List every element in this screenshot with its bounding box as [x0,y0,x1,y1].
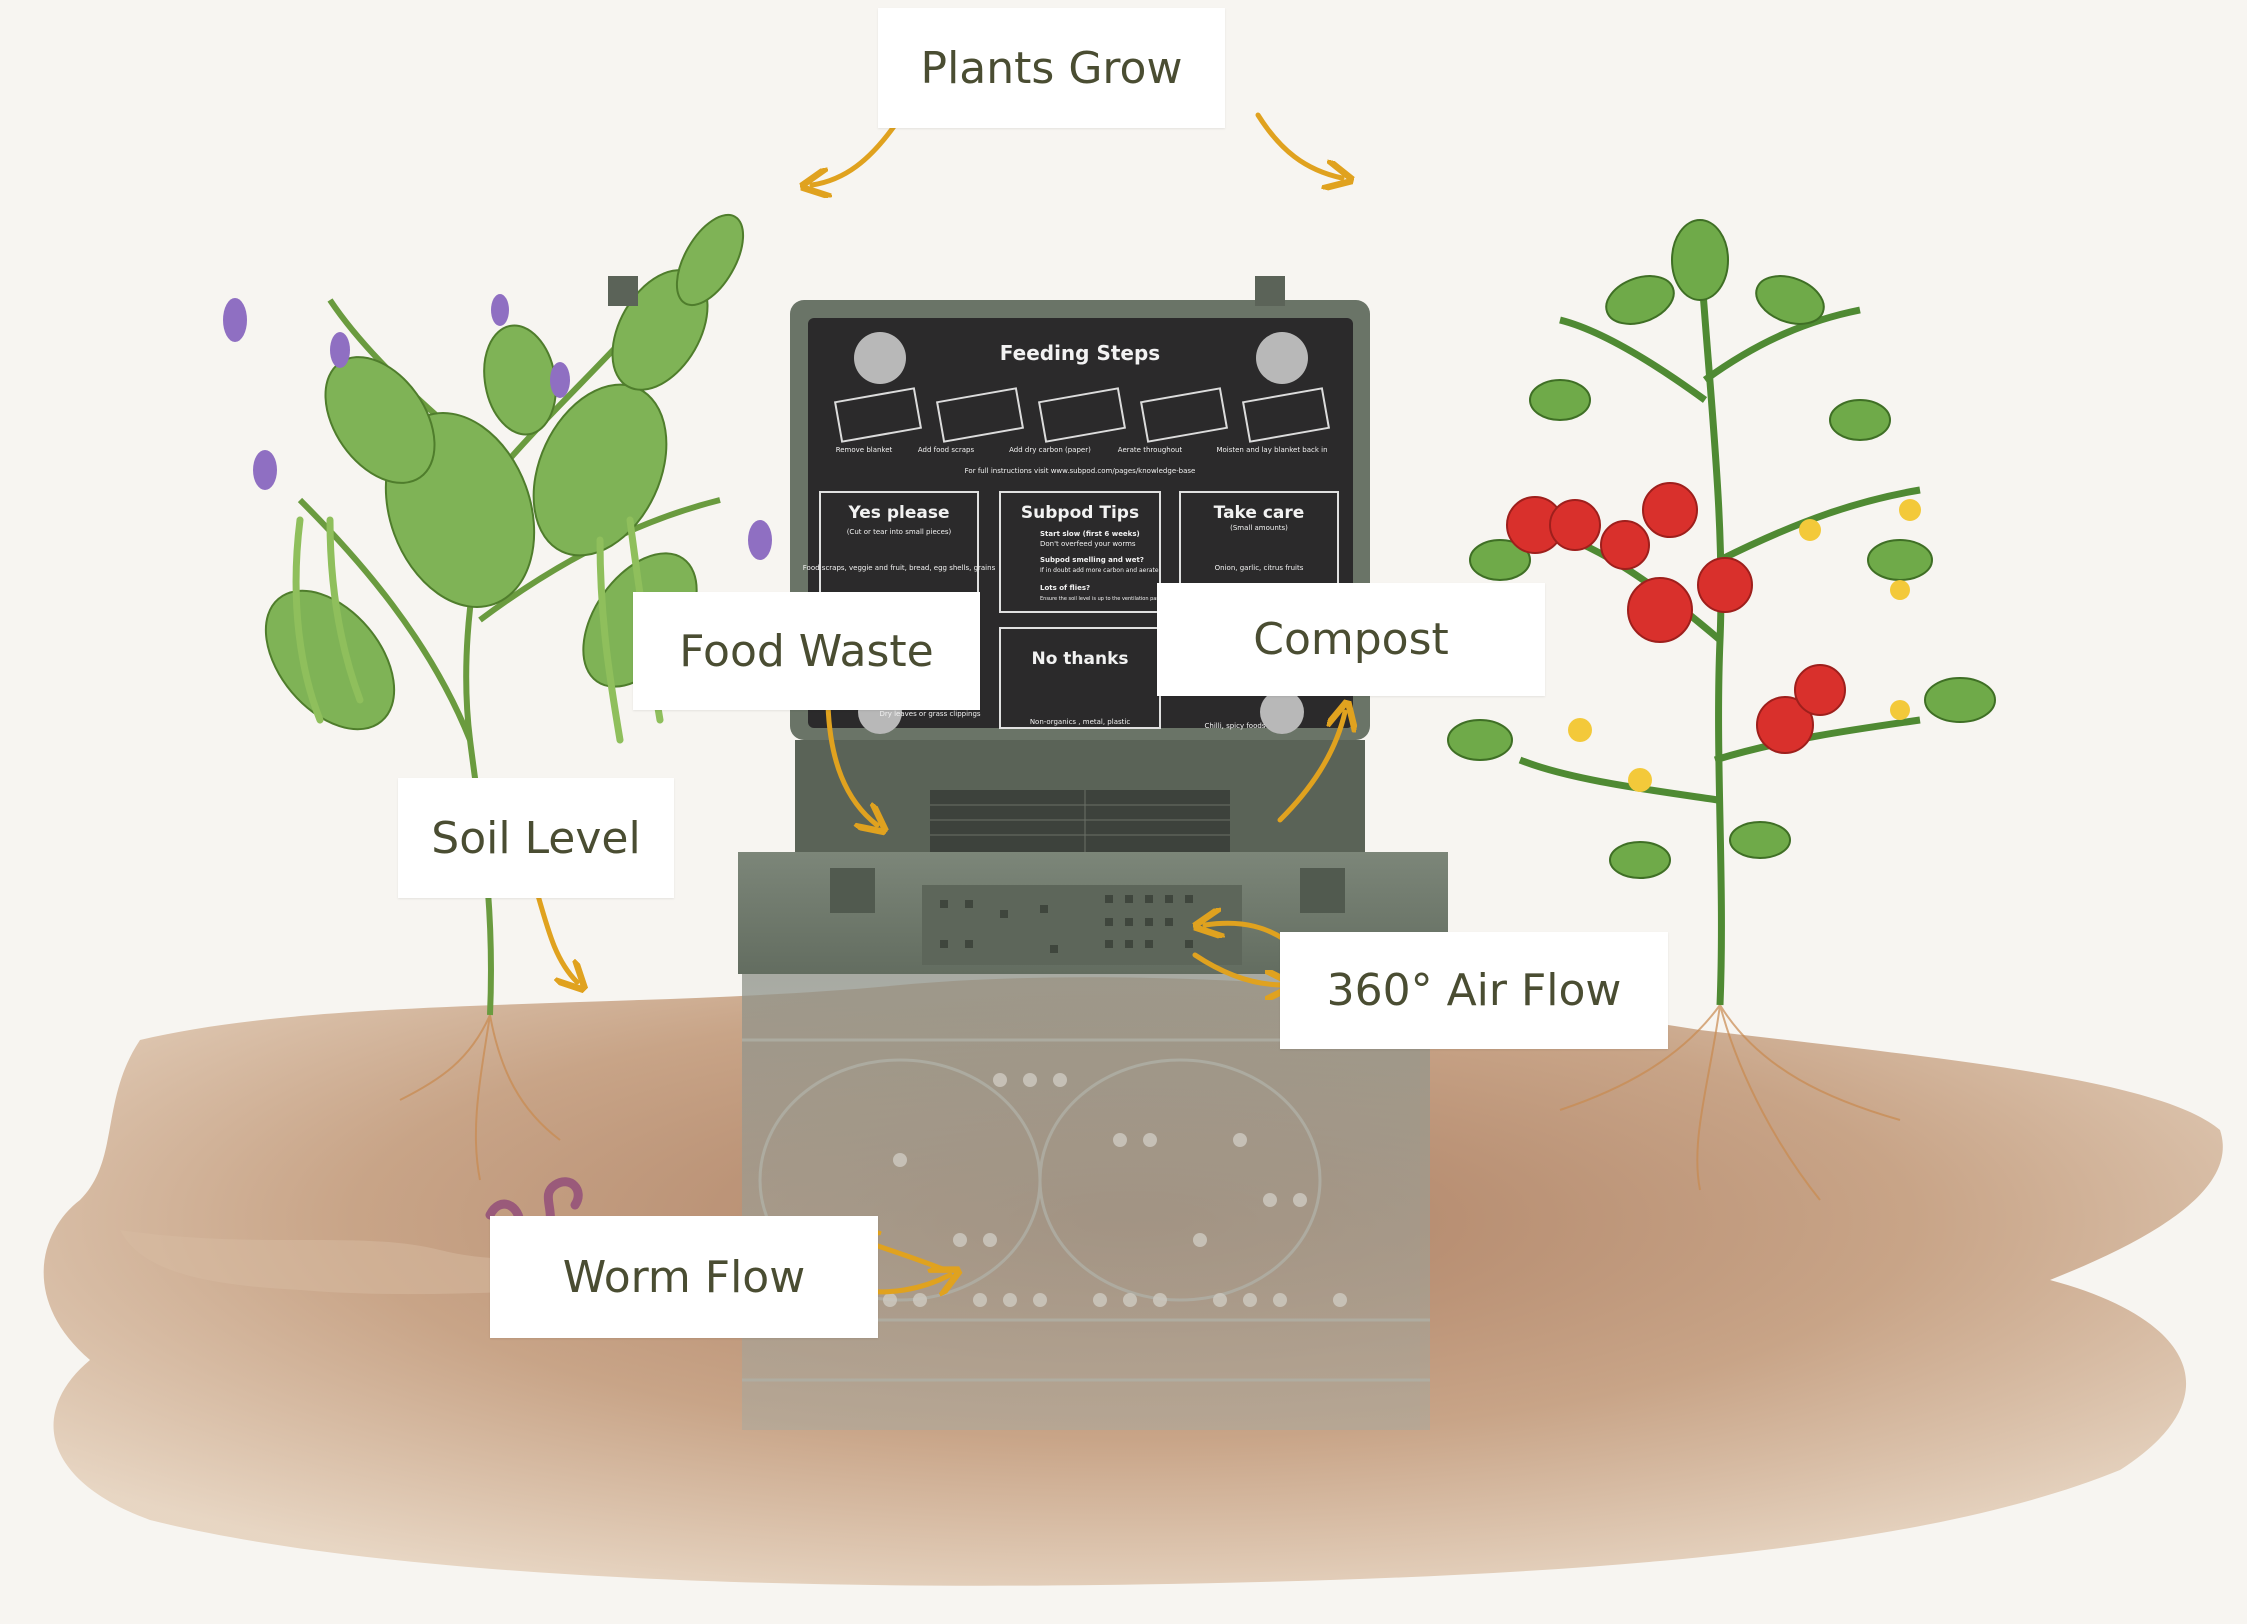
lid-take-care: Take care [1214,503,1305,523]
lid-chilli: Chilli, spicy foods [1205,722,1266,730]
lid-step-3: Add dry carbon (paper) [1009,446,1091,454]
lid-dry-leaves: Dry leaves or grass clippings [879,710,980,718]
arrow-air-flow-out [1192,952,1283,985]
lid-step-1: Remove blanket [836,446,893,454]
lid-yes-please-sub: (Cut or tear into small pieces) [847,528,952,536]
lid-tip-2-text: If in doubt add more carbon and aerate [1040,567,1159,574]
arrow-plants-grow-right [1255,112,1342,178]
arrow-soil-level [532,882,577,982]
bin-ventilation-holes [940,895,1193,953]
lid-tip-1-text: Don't overfeed your worms [1040,540,1136,548]
bin-below-ground [742,974,1430,1430]
lid-step-5: Moisten and lay blanket back in [1216,446,1327,454]
lid-tip-2-title: Subpod smelling and wet? [1040,556,1144,564]
arrow-plants-grow-left [812,122,898,185]
lid-no-thanks-items: Non-organics , metal, plastic [1030,718,1131,726]
lid-feeding-steps-title: Feeding Steps [1000,341,1160,365]
lid-subpod-tips: Subpod Tips [1021,503,1139,523]
subpod-bin: Feeding Steps Remove blanket Add food sc… [608,276,1448,1430]
label-food-waste: Food Waste [633,592,980,710]
lid-instructions-link: For full instructions visit www.subpod.c… [965,467,1196,475]
label-plants-grow: Plants Grow [878,8,1225,128]
tomato-plant-illustration [1447,219,1996,1006]
label-compost: Compost [1157,583,1545,696]
lid-take-care-items: Onion, garlic, citrus fruits [1215,564,1304,572]
label-soil-level: Soil Level [398,778,674,898]
label-worm-flow: Worm Flow [490,1216,878,1338]
lid-tip-3-title: Lots of flies? [1040,584,1090,592]
lid-take-care-sub: (Small amounts) [1230,524,1288,532]
arrow-food-waste [825,702,877,825]
lid-yes-please: Yes please [848,503,950,523]
lid-no-thanks: No thanks [1031,649,1128,669]
lid-tip-3-text: Ensure the soil level is up to the venti… [1040,596,1167,602]
lid-step-2: Add food scraps [918,446,975,454]
label-air-flow: 360° Air Flow [1280,932,1668,1049]
lid-yes-please-items: Food scraps, veggie and fruit, bread, eg… [803,564,996,572]
arrow-compost [1277,712,1345,823]
lid-step-4: Aerate throughout [1118,446,1183,454]
lid-tip-1-title: Start slow (first 6 weeks) [1040,530,1140,538]
